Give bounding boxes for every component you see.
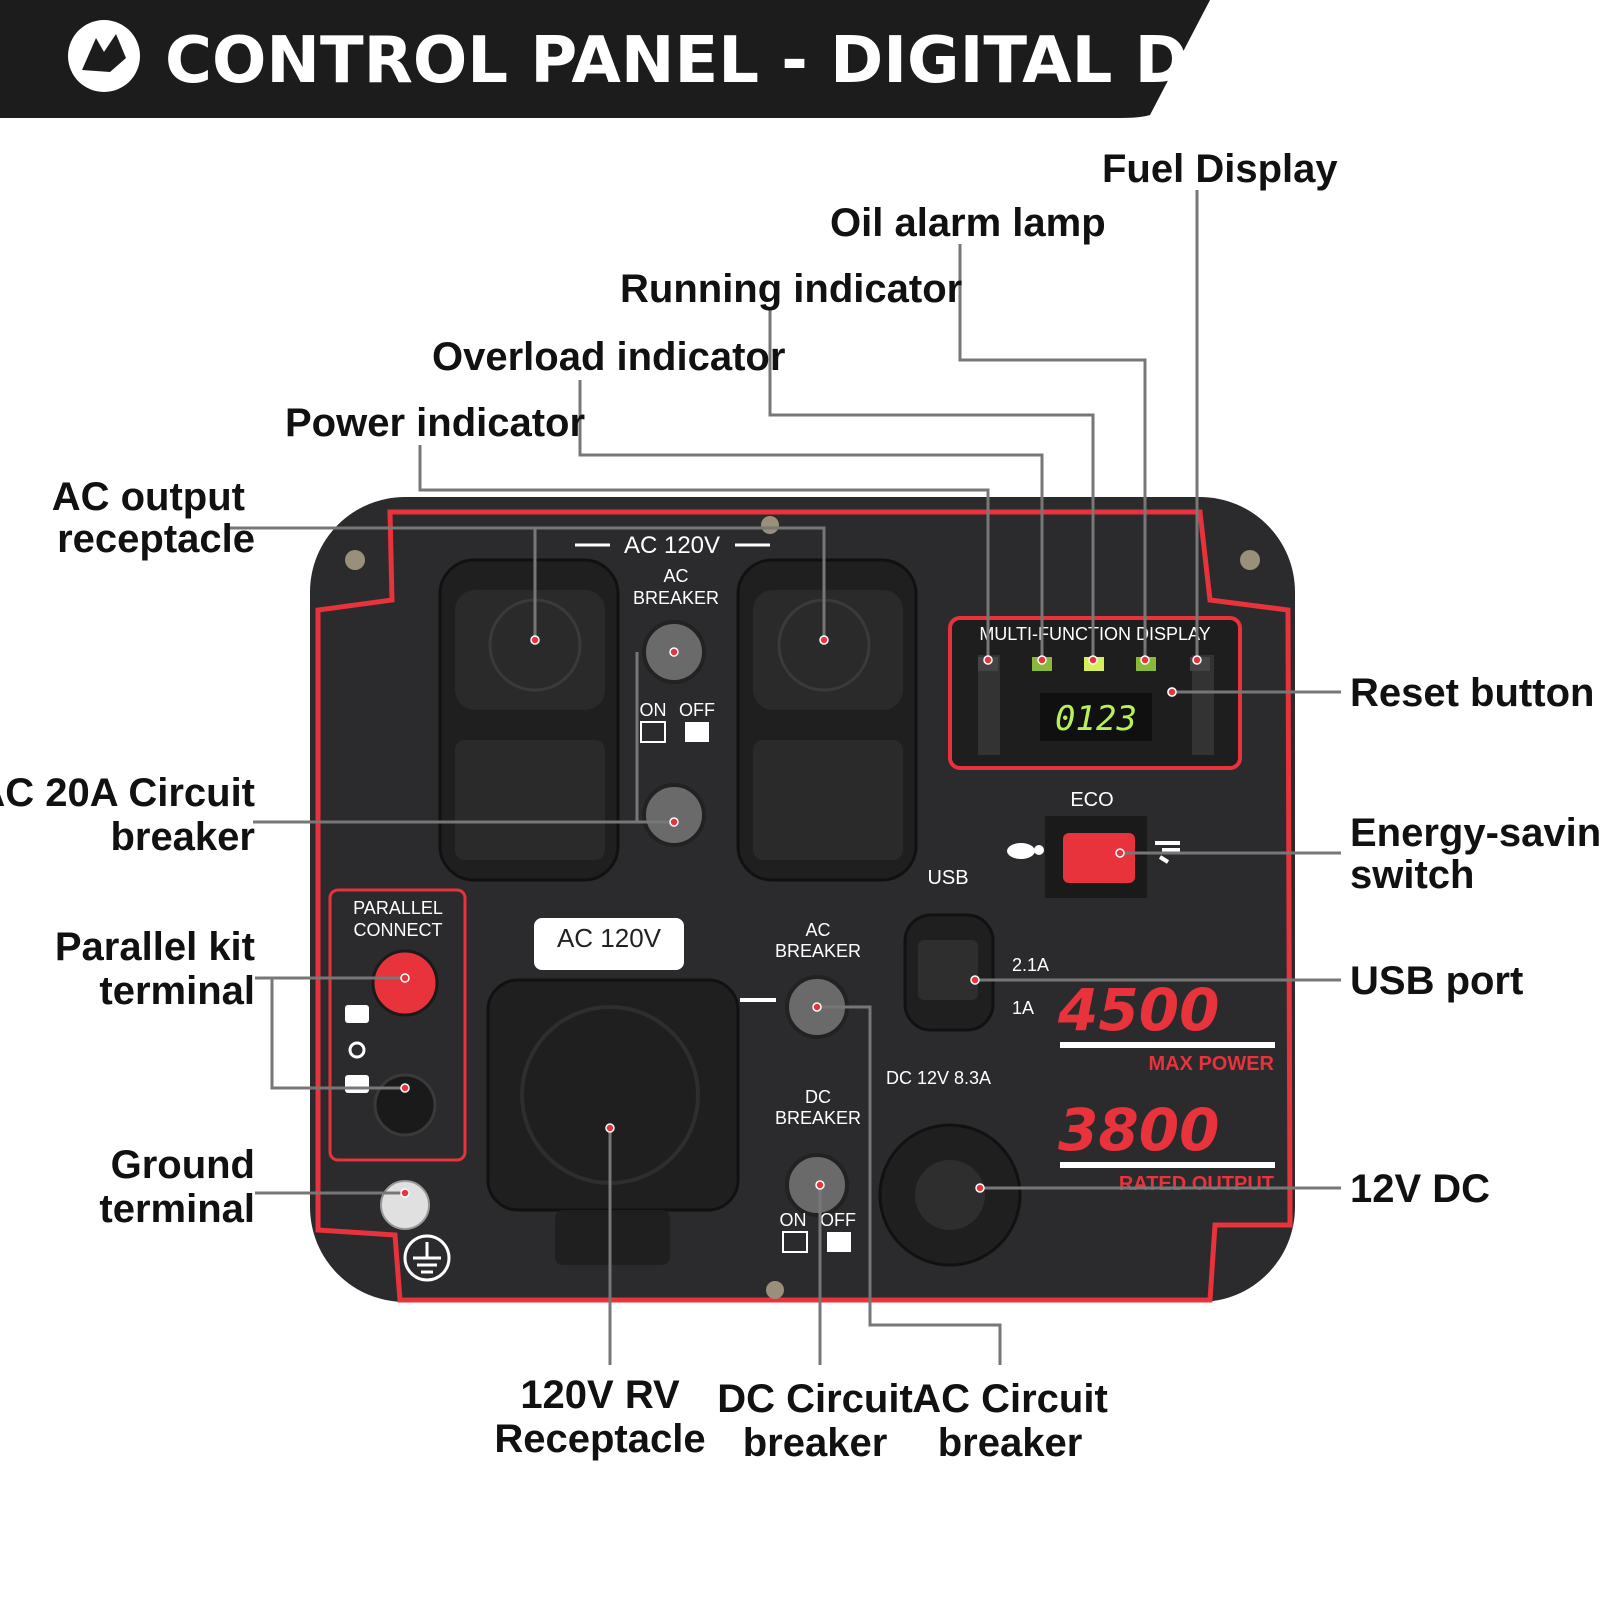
- ground-terminal[interactable]: [380, 1180, 430, 1230]
- marker-dot: [1167, 687, 1177, 697]
- callout-ac-output-line2: receptacle: [57, 517, 255, 561]
- usb-label: USB: [927, 867, 968, 889]
- callout-rv-line2: Receptacle: [494, 1417, 705, 1461]
- marker-dot: [815, 1180, 825, 1190]
- generator-panel: AC 120V AC BREAKER ON OFF MU: [310, 497, 1295, 1303]
- callout-labels: Fuel Display Oil alarm lamp Running indi…: [0, 147, 1600, 1465]
- ac-20a-breaker-button[interactable]: [642, 783, 706, 847]
- ac-breaker-label-line1: AC: [663, 566, 688, 586]
- page-title: CONTROL PANEL - DIGITAL DISPLAY: [165, 24, 1436, 98]
- marker-dot: [975, 1183, 985, 1193]
- marker-dot: [1192, 655, 1202, 665]
- usb-1a-label: 1A: [1012, 998, 1034, 1018]
- ac-breaker2-label-line2: BREAKER: [775, 941, 861, 961]
- callout-parallel-line1: Parallel kit: [55, 925, 255, 969]
- callout-energy-line1: Energy-saving: [1350, 811, 1600, 855]
- header-banner: CONTROL PANEL - DIGITAL DISPLAY: [0, 0, 1436, 118]
- callout-rv-line1: 120V RV: [520, 1373, 680, 1417]
- marker-dot: [1088, 655, 1098, 665]
- marker-dot: [400, 973, 410, 983]
- dc-off-label: OFF: [820, 1210, 856, 1230]
- parallel-terminal-black[interactable]: [373, 1073, 437, 1137]
- marker-dot: [1037, 655, 1047, 665]
- callout-running-indicator: Running indicator: [620, 267, 962, 311]
- ac-breaker2-label-line1: AC: [805, 920, 830, 940]
- callout-fuel-display: Fuel Display: [1102, 147, 1338, 191]
- marker-dots: [400, 635, 1202, 1198]
- callout-reset-button: Reset button: [1350, 671, 1594, 715]
- screw-icon: [766, 1281, 784, 1299]
- dc-breaker-label-line1: DC: [805, 1087, 831, 1107]
- dc-breaker-label-line2: BREAKER: [775, 1108, 861, 1128]
- dc-spec-label: DC 12V 8.3A: [886, 1068, 991, 1088]
- callout-ground-line1: Ground: [111, 1143, 255, 1187]
- callout-ac-breaker-line1: AC Circuit: [912, 1377, 1108, 1421]
- marker-dot: [1115, 848, 1125, 858]
- ground-symbol-icon: [403, 1234, 451, 1282]
- callout-dc-breaker-line1: DC Circuit: [717, 1377, 913, 1421]
- ac-outlet-cover-left[interactable]: [438, 558, 620, 882]
- ac-120v-rv-label: AC 120V: [557, 923, 662, 953]
- display-title: MULTI-FUNCTION DISPLAY: [979, 624, 1210, 644]
- parallel-connect-line1: PARALLEL: [353, 898, 443, 918]
- marker-dot: [669, 647, 679, 657]
- max-power-label: MAX POWER: [1148, 1053, 1274, 1075]
- dc-on-label: ON: [780, 1210, 807, 1230]
- usb-2-1a-label: 2.1A: [1012, 955, 1049, 975]
- parallel-terminal-red[interactable]: [371, 949, 439, 1017]
- callout-ground-line2: terminal: [99, 1187, 255, 1231]
- turtle-icon: [1007, 843, 1044, 859]
- callout-dc-breaker-line2: breaker: [743, 1421, 888, 1465]
- eco-label: ECO: [1070, 789, 1113, 811]
- callout-ac20a-line2: breaker: [110, 815, 255, 859]
- marker-dot: [819, 635, 829, 645]
- callout-parallel-line2: terminal: [99, 969, 255, 1013]
- parallel-connect-box: PARALLEL CONNECT: [328, 888, 467, 1162]
- parallel-connect-line2: CONNECT: [354, 920, 443, 940]
- marker-dot: [1140, 655, 1150, 665]
- eco-switch-button[interactable]: [1063, 833, 1135, 883]
- ac-120v-top-label: AC 120V: [624, 532, 720, 559]
- 12v-dc-socket[interactable]: [878, 1123, 1022, 1267]
- off-label: OFF: [679, 700, 715, 720]
- screw-icon: [345, 550, 365, 570]
- marker-dot: [812, 1002, 822, 1012]
- rated-output-label: RATED OUTPUT: [1119, 1173, 1274, 1195]
- screw-icon: [1240, 550, 1260, 570]
- rated-output-value: 3800: [1058, 1096, 1219, 1164]
- rv-receptacle-cover[interactable]: [486, 978, 740, 1265]
- callout-overload-indicator: Overload indicator: [432, 335, 785, 379]
- marker-dot: [400, 1083, 410, 1093]
- display-readout: 0123: [1055, 699, 1137, 739]
- screw-icon: [761, 516, 779, 534]
- callout-12v-dc: 12V DC: [1350, 1167, 1490, 1211]
- marker-dot: [400, 1188, 410, 1198]
- callout-energy-line2: switch: [1350, 853, 1474, 897]
- brand-logo-icon: [68, 20, 140, 92]
- leader-lines: [226, 190, 1341, 1365]
- multi-function-display: MULTI-FUNCTION DISPLAY 0123: [948, 616, 1242, 770]
- marker-dot: [983, 655, 993, 665]
- rabbit-icon: [1155, 841, 1180, 864]
- callout-power-indicator: Power indicator: [285, 401, 585, 445]
- callout-oil-alarm-lamp: Oil alarm lamp: [830, 201, 1106, 245]
- max-power-value: 4500: [1057, 976, 1219, 1044]
- callout-ac-output-line1: AC output: [52, 475, 245, 519]
- callout-ac-breaker-line2: breaker: [938, 1421, 1083, 1465]
- usb-port[interactable]: [903, 913, 995, 1032]
- ac-outlet-cover-right[interactable]: [736, 558, 918, 882]
- marker-dot: [669, 817, 679, 827]
- callout-usb-port: USB port: [1350, 959, 1523, 1003]
- marker-dot: [605, 1123, 615, 1133]
- callout-ac20a-line1: AC 20A Circuit: [0, 771, 255, 815]
- on-label: ON: [640, 700, 667, 720]
- marker-dot: [530, 635, 540, 645]
- marker-dot: [970, 975, 980, 985]
- ac-breaker-label-line2: BREAKER: [633, 588, 719, 608]
